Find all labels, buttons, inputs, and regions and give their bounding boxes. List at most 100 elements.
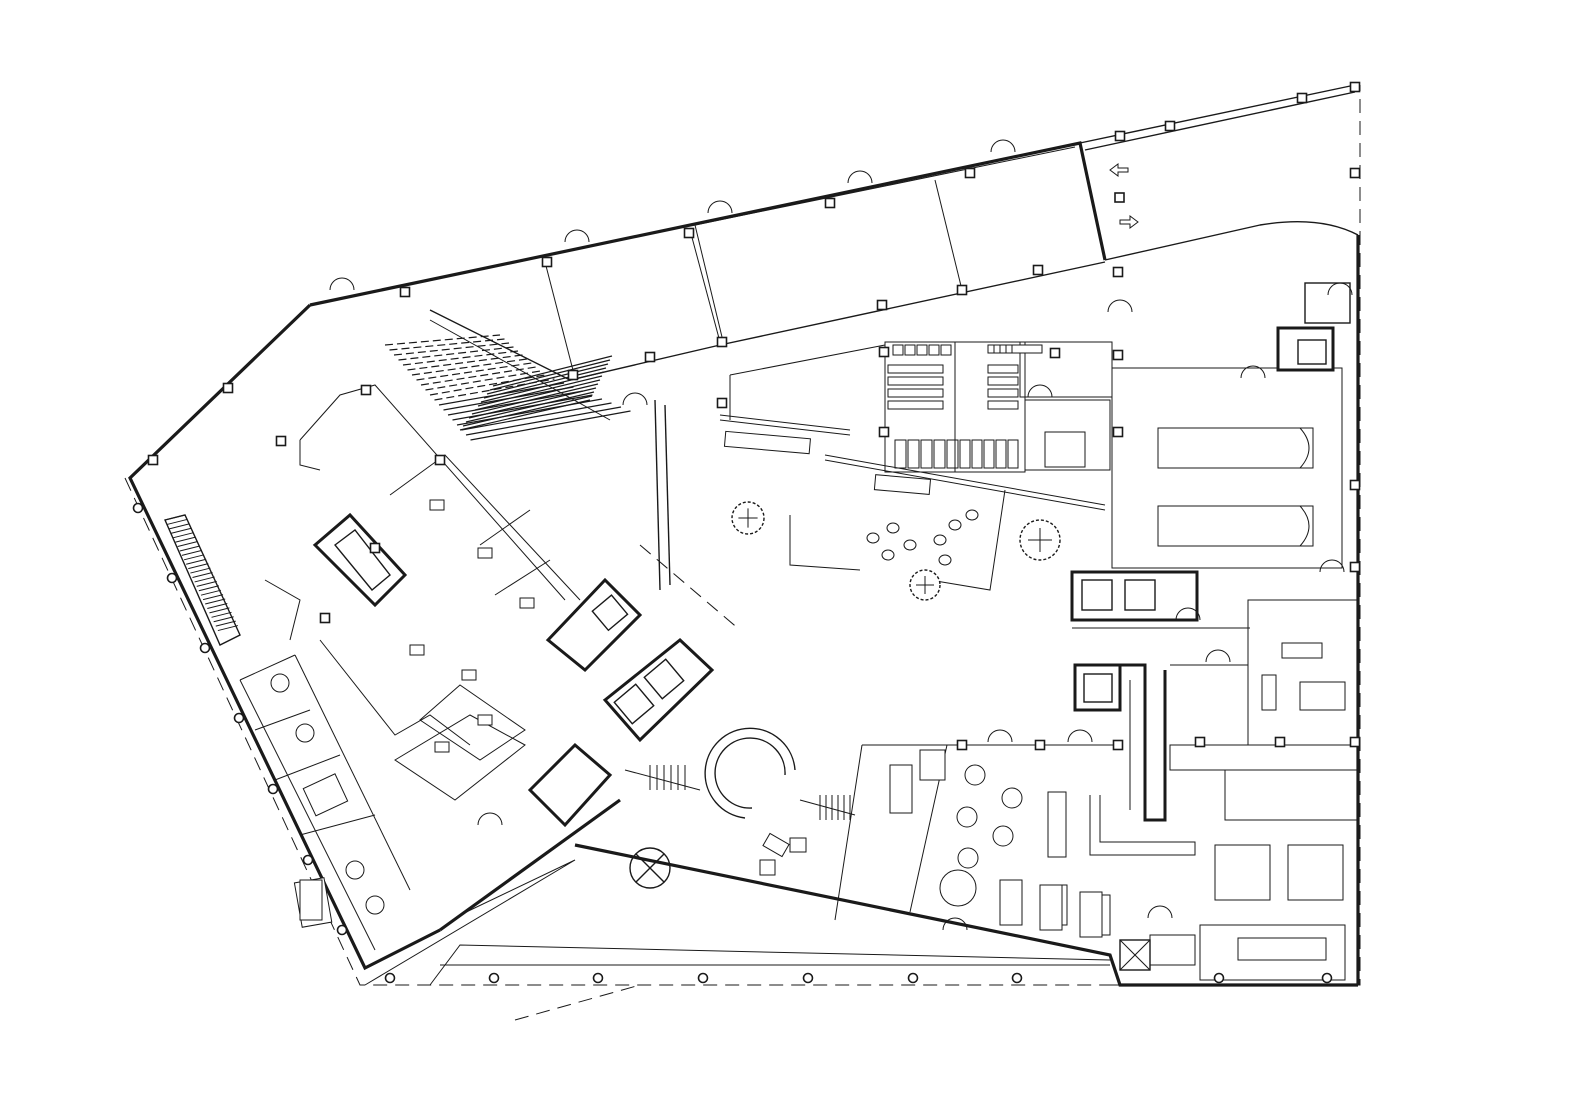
- north-marker-icon: [629, 847, 671, 889]
- seating-row: [447, 390, 584, 416]
- stair-tread: [215, 620, 236, 627]
- bench-icon: [987, 388, 1019, 398]
- stair-tread: [194, 576, 215, 583]
- square-column-icon: [824, 197, 836, 209]
- door-swing-icon: [1319, 559, 1345, 573]
- stair-tread: [183, 554, 205, 561]
- stool: [886, 522, 900, 534]
- square-column-icon: [434, 454, 446, 466]
- cafe-area: [654, 344, 1106, 591]
- toilet-icon: [940, 344, 952, 356]
- desk: [519, 597, 535, 609]
- desk: [461, 669, 477, 681]
- square-column-icon: [716, 397, 728, 409]
- square-column-icon: [1194, 736, 1206, 748]
- stair-tread: [198, 585, 219, 592]
- door-swing-icon: [707, 200, 733, 214]
- stair-tread: [217, 625, 239, 632]
- round-table: [992, 825, 1014, 847]
- seating-row: [416, 362, 532, 381]
- stair-tread: [181, 549, 203, 556]
- door-swing-icon: [329, 277, 355, 291]
- seating-row: [465, 406, 622, 436]
- stair-tread: [177, 541, 198, 548]
- desk: [302, 773, 349, 817]
- stair-tread: [169, 523, 190, 530]
- seating-row: [489, 359, 611, 391]
- bench-icon: [987, 376, 1019, 386]
- door-swing-icon: [987, 729, 1013, 743]
- bench-icon: [987, 364, 1019, 374]
- stair-tread: [166, 518, 188, 525]
- bench-racks: [624, 765, 856, 820]
- seating-row: [402, 350, 519, 366]
- rack-rail: [624, 769, 701, 791]
- east-core: [1070, 570, 1250, 822]
- restroom-stalls: [887, 344, 1043, 469]
- seating-row: [462, 395, 593, 427]
- square-column-icon: [1349, 561, 1361, 573]
- toilet-icon: [928, 344, 940, 356]
- door-swing-icon: [622, 392, 648, 406]
- stair-tread: [202, 594, 224, 601]
- round-column-icon: [302, 854, 314, 866]
- seating-row: [384, 334, 501, 346]
- toilet-icon: [904, 344, 916, 356]
- seating-row: [486, 363, 609, 395]
- stool: [965, 509, 979, 521]
- seating-row: [425, 370, 541, 391]
- seating-row: [420, 366, 537, 386]
- round-column-icon: [1213, 972, 1225, 984]
- stair-tread: [179, 545, 200, 552]
- rack-rail: [799, 799, 856, 816]
- round-table: [1001, 787, 1023, 809]
- stair-tread: [171, 527, 192, 534]
- perimeter-columns: [132, 502, 1333, 984]
- square-column-icon: [1274, 736, 1286, 748]
- stair-tread: [190, 567, 211, 574]
- square-column-icon: [1296, 92, 1308, 104]
- stall: [920, 439, 933, 469]
- stool: [938, 554, 952, 566]
- stall: [983, 439, 995, 469]
- round-column-icon: [697, 972, 709, 984]
- door-swing-icon: [1175, 607, 1201, 621]
- north-gallery: [429, 146, 1106, 421]
- square-column-icon: [1112, 266, 1124, 278]
- stair-tread: [196, 580, 217, 587]
- square-column-icon: [1112, 739, 1124, 751]
- door-swing-icon: [1027, 384, 1053, 398]
- square-column-icon: [1349, 167, 1361, 179]
- stair-tread: [164, 514, 186, 521]
- stair-tread: [207, 602, 228, 609]
- bench-icon: [887, 364, 944, 374]
- entry-arrow-icon: [1109, 163, 1139, 229]
- door-swing-icon: [1067, 729, 1093, 743]
- square-column-icon: [1349, 81, 1361, 93]
- square-column-icon: [147, 454, 159, 466]
- square-column-icon: [275, 435, 287, 447]
- west-wing: [164, 384, 581, 951]
- desk: [477, 714, 493, 726]
- square-column-icon: [956, 739, 968, 751]
- long-table: [299, 879, 323, 921]
- trees: [731, 501, 1061, 601]
- square-column-icon: [369, 542, 381, 554]
- seating-row: [480, 371, 605, 403]
- stall: [959, 439, 971, 469]
- stall: [894, 439, 907, 469]
- round-column-icon: [907, 972, 919, 984]
- toilet-icon: [916, 344, 928, 356]
- stall: [1007, 439, 1019, 469]
- stair-tread: [188, 563, 209, 570]
- seating-row: [483, 367, 607, 399]
- round-column-icon: [166, 572, 178, 584]
- door-swing-icon: [1107, 299, 1133, 313]
- square-column-icon: [1112, 349, 1124, 361]
- stall: [933, 439, 946, 469]
- long-table: [1079, 891, 1103, 938]
- square-column-icon: [1349, 479, 1361, 491]
- bench-icon: [887, 388, 944, 398]
- square-column-icon: [541, 256, 553, 268]
- elevator-icon: [1081, 579, 1113, 611]
